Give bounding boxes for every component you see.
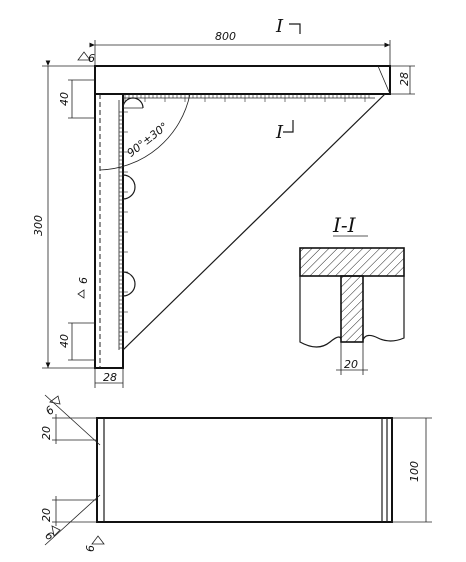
svg-text:6: 6 (84, 545, 97, 552)
svg-text:20: 20 (40, 426, 53, 440)
horizontal-ruler-ticks (124, 94, 370, 102)
weld-mark-side: 6 (77, 277, 90, 299)
section-flange (299, 247, 405, 277)
notch-top (122, 97, 144, 109)
dimension-40-bottom: 40 (58, 322, 95, 361)
bracket-plan-view: 100 20 20 6 6 6 (40, 394, 432, 552)
notch-middle (122, 174, 136, 200)
dimension-300: 300 (32, 60, 95, 369)
svg-text:100: 100 (408, 461, 421, 482)
angle-arc (99, 93, 191, 171)
svg-text:28: 28 (103, 371, 117, 384)
dimension-28-top: 28 (390, 65, 415, 95)
vertical-plate (94, 93, 124, 369)
svg-text:6: 6 (77, 277, 90, 284)
svg-text:20: 20 (40, 508, 53, 522)
angle-label: 90°±30° (125, 120, 171, 160)
svg-text:28: 28 (398, 72, 411, 86)
notch-bottom (122, 271, 136, 297)
svg-text:I: I (275, 16, 284, 37)
dimension-40-top: 40 (58, 79, 95, 119)
svg-text:300: 300 (32, 215, 45, 236)
section-mark-top: I (275, 16, 301, 37)
svg-text:40: 40 (58, 92, 71, 106)
section-view: I-I 20 (299, 213, 405, 375)
dimension-800: 800 (89, 30, 391, 66)
svg-text:800: 800 (215, 30, 236, 43)
top-plate (94, 65, 391, 95)
svg-text:40: 40 (58, 334, 71, 348)
svg-text:20: 20 (344, 358, 358, 371)
section-title: I-I (332, 213, 357, 237)
section-web (340, 275, 364, 343)
svg-text:6: 6 (43, 403, 57, 417)
plan-outline (96, 417, 393, 523)
svg-text:I: I (275, 122, 284, 143)
section-mark-middle: I (275, 120, 294, 143)
weld-mark-top: 6 (77, 51, 95, 65)
svg-text:6: 6 (88, 52, 95, 65)
dimension-28-bottom: 28 (94, 368, 124, 388)
diagonal-brace (122, 93, 386, 351)
vertical-ruler-ticks (119, 111, 128, 349)
